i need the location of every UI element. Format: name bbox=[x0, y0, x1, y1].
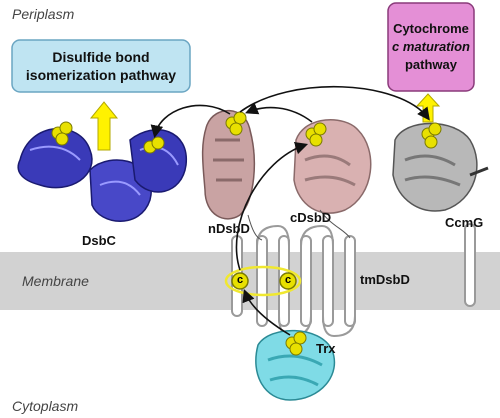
tmdsbd-label: tmDsbD bbox=[360, 272, 410, 287]
cdsbd-linker bbox=[319, 209, 351, 239]
trx-label: Trx bbox=[316, 341, 336, 356]
disulfide-pathway-line2: isomerization pathway bbox=[25, 67, 177, 83]
ccmg-label: CcmG bbox=[445, 215, 484, 230]
ndsbd-linker bbox=[247, 214, 263, 241]
dsbc-structure bbox=[17, 128, 187, 222]
cytochrome-pathway-line3: pathway bbox=[404, 57, 457, 72]
cysteine-marker-icon bbox=[231, 272, 297, 290]
sulfur-atom-cluster-icon bbox=[51, 111, 442, 356]
tmdsbd-helices bbox=[231, 223, 476, 338]
ccmg-structure bbox=[392, 122, 489, 212]
trx-structure bbox=[255, 329, 336, 401]
cdsbd-label: cDsbD bbox=[290, 210, 332, 225]
dsbc-label: DsbC bbox=[82, 233, 116, 248]
cytochrome-pathway-line2: c maturation bbox=[391, 39, 470, 54]
membrane-label: Membrane bbox=[22, 273, 89, 289]
cytoplasm-label: Cytoplasm bbox=[12, 398, 79, 414]
ndsbd-label: nDsbD bbox=[208, 221, 250, 236]
electron-flow-arrows bbox=[150, 85, 430, 336]
cytochrome-pathway-label: Cytochrome c maturation pathway bbox=[388, 3, 474, 91]
disulfide-pathway-box bbox=[11, 39, 191, 93]
cytochrome-pathway-line1: Cytochrome bbox=[393, 21, 469, 36]
disulfide-pathway-line1: Disulfide bond bbox=[52, 49, 150, 65]
cysteine-glyph-right: c bbox=[285, 274, 292, 286]
cytochrome-pathway-box bbox=[387, 2, 475, 92]
cysteine-ellipse bbox=[224, 265, 302, 297]
periplasm-label: Periplasm bbox=[12, 6, 75, 22]
cysteine-glyph-left: c bbox=[237, 274, 244, 286]
disulfide-pathway-label: Disulfide bond isomerization pathway bbox=[12, 40, 190, 92]
